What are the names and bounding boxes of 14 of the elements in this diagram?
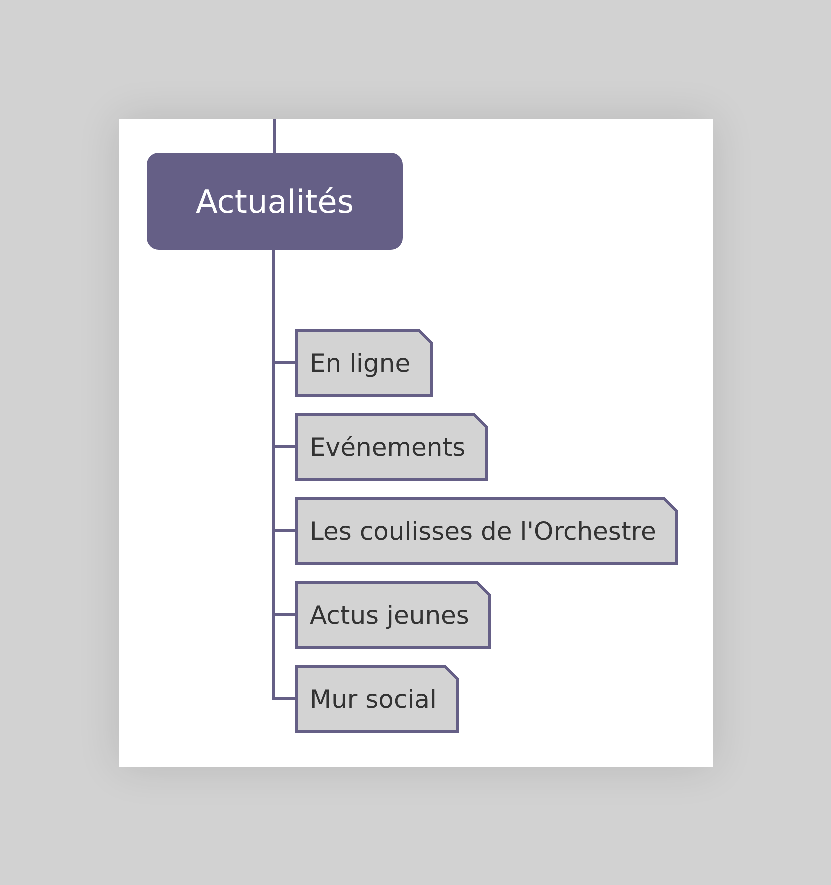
node-label: Les coulisses de l'Orchestre (310, 516, 656, 546)
node-label: Evénements (310, 432, 466, 462)
connector-line (272, 250, 295, 700)
page-box (295, 497, 678, 565)
page-box (295, 413, 488, 481)
topic-box (147, 153, 403, 250)
node-label: Actus jeunes (310, 600, 470, 630)
node-label: Actualités (196, 182, 354, 220)
node-label: En ligne (310, 348, 411, 378)
page-box (295, 665, 459, 733)
page-box (295, 581, 492, 649)
node-label: Mur social (310, 684, 437, 714)
page-box (295, 329, 433, 397)
connector-line (274, 119, 276, 153)
